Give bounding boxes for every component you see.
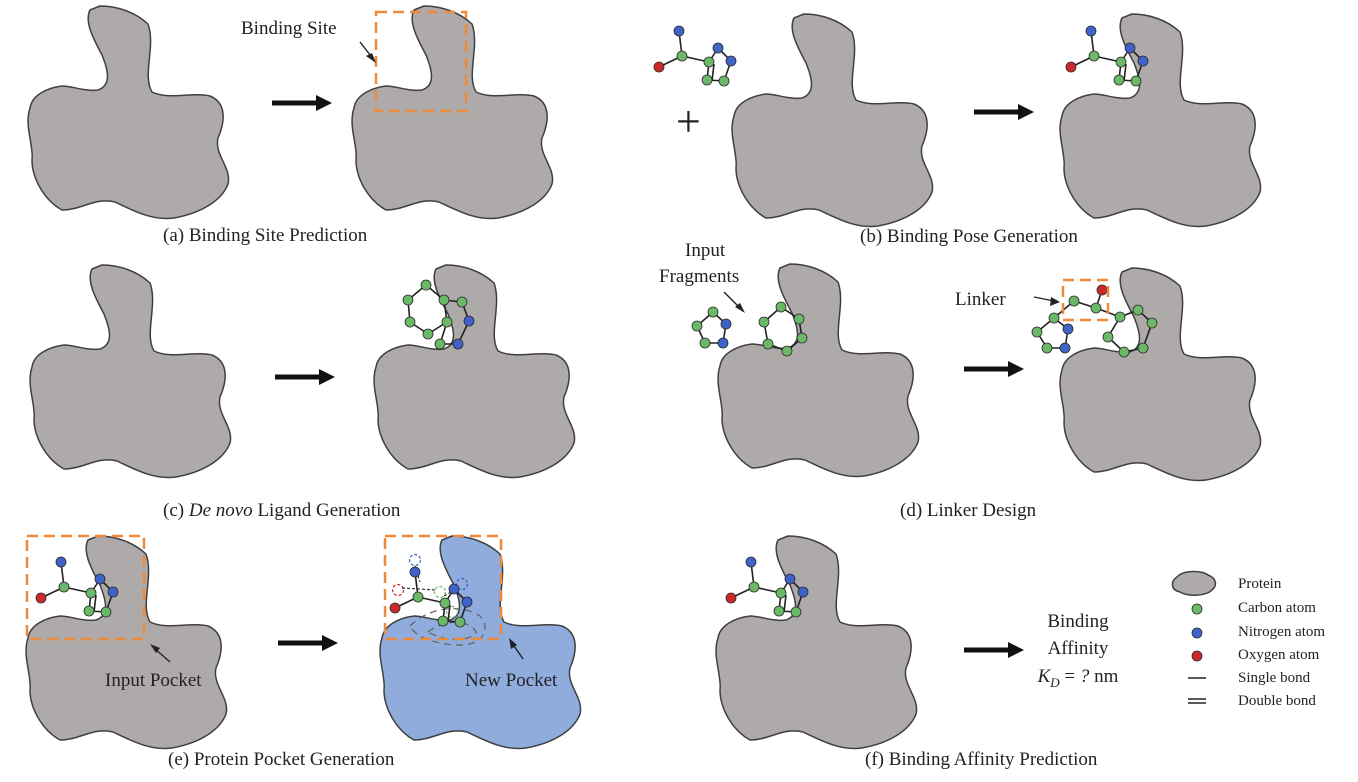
linker-pointer-head — [1050, 297, 1060, 306]
arrow-icon — [275, 369, 335, 385]
linker-label: Linker — [955, 289, 1006, 310]
binding-site-box — [374, 10, 468, 113]
input-fragments-label-line2: Fragments — [659, 266, 739, 287]
arrow-icon — [964, 361, 1024, 377]
carbon-atom — [762, 338, 774, 350]
plus-sign: + — [676, 97, 701, 146]
protein-shape — [1059, 267, 1262, 482]
nitrogen-atom — [717, 337, 729, 349]
ghost-nitrogen-atom — [408, 553, 422, 567]
carbon-atom — [781, 345, 793, 357]
caption-f: (f) Binding Affinity Prediction — [865, 749, 1098, 770]
carbon-atom — [691, 320, 703, 332]
arrow-icon — [974, 104, 1034, 120]
carbon-atom — [1031, 326, 1043, 338]
fragment-ring-6 — [758, 301, 808, 357]
arrow-icon — [272, 95, 332, 111]
protein-shape — [25, 535, 228, 750]
carbon-atom — [699, 337, 711, 349]
nitrogen-atom — [1062, 323, 1074, 335]
carbon-atom — [1068, 295, 1080, 307]
input-pocket-pointer-head — [150, 644, 160, 653]
carbon-atom — [1132, 304, 1144, 316]
legend-double-label: Double bond — [1238, 693, 1316, 709]
carbon-atom — [1137, 342, 1149, 354]
ghost-bond — [401, 587, 437, 591]
legend-protein-label: Protein — [1238, 576, 1282, 592]
panel-d: Input Fragments — [659, 240, 1262, 521]
carbon-atom — [793, 313, 805, 325]
panel-e: Input Pocket New Pocket (e) Protein Pock… — [25, 534, 582, 770]
new-pocket-label: New Pocket — [465, 670, 558, 691]
affinity-label-line1: Binding — [1047, 611, 1109, 632]
legend-protein-icon — [1171, 570, 1217, 596]
protein-shape — [29, 264, 232, 479]
panel-f: Binding Affinity KD = ? nm (f) Binding A… — [715, 535, 1119, 770]
legend-nitrogen-icon — [1191, 627, 1203, 639]
kd-expression: KD = ? nm — [1037, 666, 1119, 690]
protein-shape — [27, 5, 230, 220]
protein-shape — [351, 5, 554, 220]
caption-b: (b) Binding Pose Generation — [860, 226, 1078, 247]
linked-molecule — [1031, 284, 1158, 358]
legend-carbon-icon — [1191, 603, 1203, 615]
legend-oxygen-icon — [1191, 650, 1203, 662]
legend: Protein Carbon atom Nitrogen atom Oxygen… — [1171, 570, 1325, 709]
ghost-bond — [443, 587, 459, 597]
caption-c: (c) De novo Ligand Generation — [163, 500, 401, 521]
fragment-ring-5 — [691, 306, 732, 349]
new-pocket-box — [383, 534, 503, 641]
carbon-atom — [1048, 312, 1060, 324]
carbon-atom — [1041, 342, 1053, 354]
ghost-oxygen-atom — [391, 583, 405, 597]
affinity-label-line2: Affinity — [1048, 638, 1109, 659]
arrow-icon — [964, 642, 1024, 658]
carbon-atom — [1146, 317, 1158, 329]
binding-site-label: Binding Site — [241, 18, 337, 39]
carbon-atom — [707, 306, 719, 318]
legend-carbon-label: Carbon atom — [1238, 600, 1316, 616]
caption-e: (e) Protein Pocket Generation — [168, 749, 395, 770]
nitrogen-atom — [720, 318, 732, 330]
carbon-atom — [758, 316, 770, 328]
ghost-carbon-atom — [433, 585, 447, 599]
carbon-atom — [796, 332, 808, 344]
ghost-nitrogen-atom — [455, 577, 469, 591]
panel-a: Binding Site (a) Binding Site Prediction — [27, 5, 554, 246]
carbon-atom — [1102, 331, 1114, 343]
carbon-atom — [1090, 302, 1102, 314]
ghost-carbon-atom — [445, 605, 459, 619]
legend-single-label: Single bond — [1238, 670, 1311, 686]
carbon-atom — [1114, 311, 1126, 323]
legend-nitrogen-label: Nitrogen atom — [1238, 624, 1325, 640]
protein-shape — [715, 535, 918, 750]
new-protein-shape — [379, 535, 582, 750]
input-fragments-label-line1: Input — [685, 240, 726, 261]
arrow-icon — [278, 635, 338, 651]
caption-d: (d) Linker Design — [900, 500, 1037, 521]
ligand-molecule — [653, 25, 737, 87]
binding-site-pointer-head — [366, 53, 376, 63]
input-fragments-pointer-head — [735, 303, 745, 313]
caption-a: (a) Binding Site Prediction — [163, 225, 368, 246]
protein-shape — [731, 13, 934, 228]
legend-oxygen-label: Oxygen atom — [1238, 647, 1320, 663]
oxygen-atom — [1096, 284, 1108, 296]
panel-b: + (b) Binding Pose Generation — [653, 13, 1262, 247]
input-pocket-box — [25, 534, 146, 641]
protein-shape — [717, 263, 920, 478]
panel-c: (c) De novo Ligand Generation — [29, 264, 576, 521]
protein-shape — [1059, 13, 1262, 228]
carbon-atom — [1118, 346, 1130, 358]
nitrogen-atom — [1059, 342, 1071, 354]
new-pocket-pointer-head — [509, 638, 517, 649]
input-pocket-label: Input Pocket — [105, 670, 202, 691]
carbon-atom — [775, 301, 787, 313]
linker-box — [1061, 278, 1110, 322]
